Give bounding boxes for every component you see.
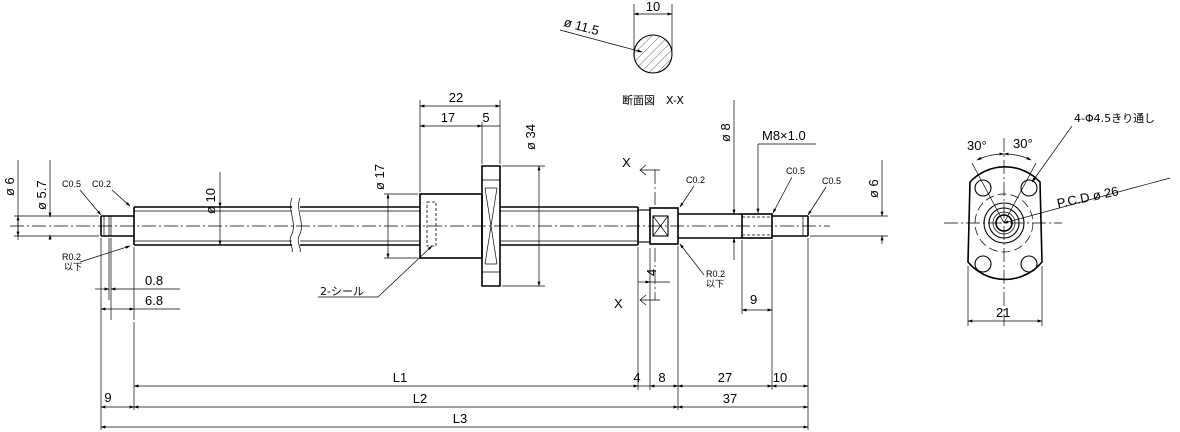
bearing-seat	[649, 207, 679, 245]
angle-arc-right	[1003, 152, 1032, 161]
bolt-hole-br	[1020, 255, 1038, 273]
dia17-label: ø 17	[372, 164, 387, 190]
nut-flange	[481, 165, 501, 287]
angle-line-left	[971, 162, 1005, 224]
dim-27-label: 27	[718, 370, 732, 385]
dia8-label: ø 8	[718, 123, 733, 142]
left-end-dims: ø 6 ø 5.7 C0.5 C0.2 R0.2 以下 0.8 6.8 ø 10	[2, 160, 222, 320]
dim-10-label: 10	[773, 370, 787, 385]
seal-label: 2-シール	[320, 285, 364, 298]
dim-8-label: 8	[658, 370, 665, 385]
dim-L3-label: L3	[453, 411, 467, 426]
section-dia-leader	[559, 29, 643, 53]
dim-9-left-label: 9	[104, 390, 111, 405]
r02-left-leader	[79, 245, 131, 263]
nut-inner-circle	[988, 207, 1020, 239]
holes-label: 4-Φ4.5きり通し	[1074, 112, 1155, 125]
bolt-hole-bl	[974, 255, 992, 273]
seal-leader	[377, 245, 433, 298]
break-line-a	[289, 197, 294, 253]
flange-end-view: 30° 30° 4-Φ4.5きり通し P.C.D ø 26 21	[944, 112, 1171, 326]
section-arrowhead-top	[639, 164, 647, 176]
angle-b-label: 30°	[1013, 136, 1033, 151]
dim-4-small-label: 4	[644, 269, 659, 276]
width-label: 21	[996, 305, 1010, 320]
dim-22-label: 22	[449, 90, 463, 105]
thread-label: M8×1.0	[762, 128, 806, 143]
c05-mid-leader	[772, 176, 793, 214]
right-end-dims: X X C0.2 R0.2 以下 4 ø 8 M8×1.0 C0.5 C0.5	[614, 100, 888, 390]
c05-right-label: C0.5	[822, 176, 841, 186]
dim-0.8-label: 0.8	[145, 273, 163, 288]
break-line-b	[297, 197, 302, 253]
section-arrowhead-bottom	[639, 294, 647, 306]
dia57-label: ø 5.7	[34, 180, 49, 210]
c02-right-leader	[679, 185, 695, 208]
r02-right-label-b: 以下	[706, 279, 724, 289]
holes-leader	[1031, 125, 1073, 183]
dim-L1-label: L1	[393, 370, 407, 385]
pcd-leader	[1003, 177, 1171, 224]
c05-mid-label: C0.5	[786, 166, 805, 176]
section-width-label: 10	[646, 0, 660, 14]
c05-left-label: C0.5	[62, 179, 81, 189]
angle-arc-left	[976, 152, 1005, 161]
dia6-left-label: ø 6	[2, 177, 17, 196]
c05-left-leader	[79, 189, 102, 216]
dim-4-label: 4	[633, 370, 640, 385]
dia10-label: ø 10	[203, 188, 218, 214]
thread-section	[741, 213, 773, 239]
bolt-hole-tr	[1020, 179, 1038, 197]
section-marker-top: X	[622, 155, 631, 170]
angle-line-right	[1003, 162, 1037, 224]
dim-37-label: 37	[723, 391, 737, 406]
angle-a-label: 30°	[967, 138, 987, 153]
shaft-root-circle	[995, 214, 1013, 232]
section-hatch	[634, 35, 672, 73]
nut-outer-circle	[983, 202, 1025, 244]
section-marker-bottom: X	[614, 296, 623, 311]
r02-right-label: R0.2	[706, 269, 725, 279]
bolt-hole-tl	[974, 179, 992, 197]
c02-right-label: C0.2	[686, 175, 705, 185]
ball-nut: 22 17 5 ø 34 ø 17 2-シール	[318, 90, 545, 298]
c02-left-leader	[111, 189, 131, 207]
dim-6.8-label: 6.8	[145, 293, 163, 308]
dim-9-right-label: 9	[750, 292, 757, 307]
r02-right-leader	[679, 243, 705, 276]
c02-left-label: C0.2	[92, 179, 111, 189]
length-dims: L1 4 8 27 10 9 L2 37 L3	[100, 238, 809, 430]
pcd-circle	[974, 193, 1034, 253]
section-title: 断面図 X-X	[622, 93, 684, 107]
dim-17-label: 17	[441, 110, 455, 125]
c05-right-leader	[807, 186, 827, 216]
section-view: 10 ø 11.5 断面図 X-X	[559, 0, 684, 107]
shaft	[10, 197, 830, 253]
bearing-symbol-box	[652, 215, 669, 237]
section-dia-label: ø 11.5	[562, 14, 601, 38]
dim-L2-label: L2	[413, 391, 427, 406]
shaft-outer-circle	[992, 211, 1016, 235]
r02-left-label-b: 以下	[64, 262, 82, 272]
seal-hidden	[426, 201, 437, 247]
dia6r-label: ø 6	[866, 179, 881, 198]
bearing-symbol-x2	[652, 215, 669, 237]
dia34-label: ø 34	[523, 124, 538, 150]
flange-hole-x2	[484, 187, 498, 265]
dim-5-label: 5	[482, 110, 489, 125]
flange-outline	[967, 166, 1043, 281]
r02-left-label: R0.2	[62, 252, 81, 262]
